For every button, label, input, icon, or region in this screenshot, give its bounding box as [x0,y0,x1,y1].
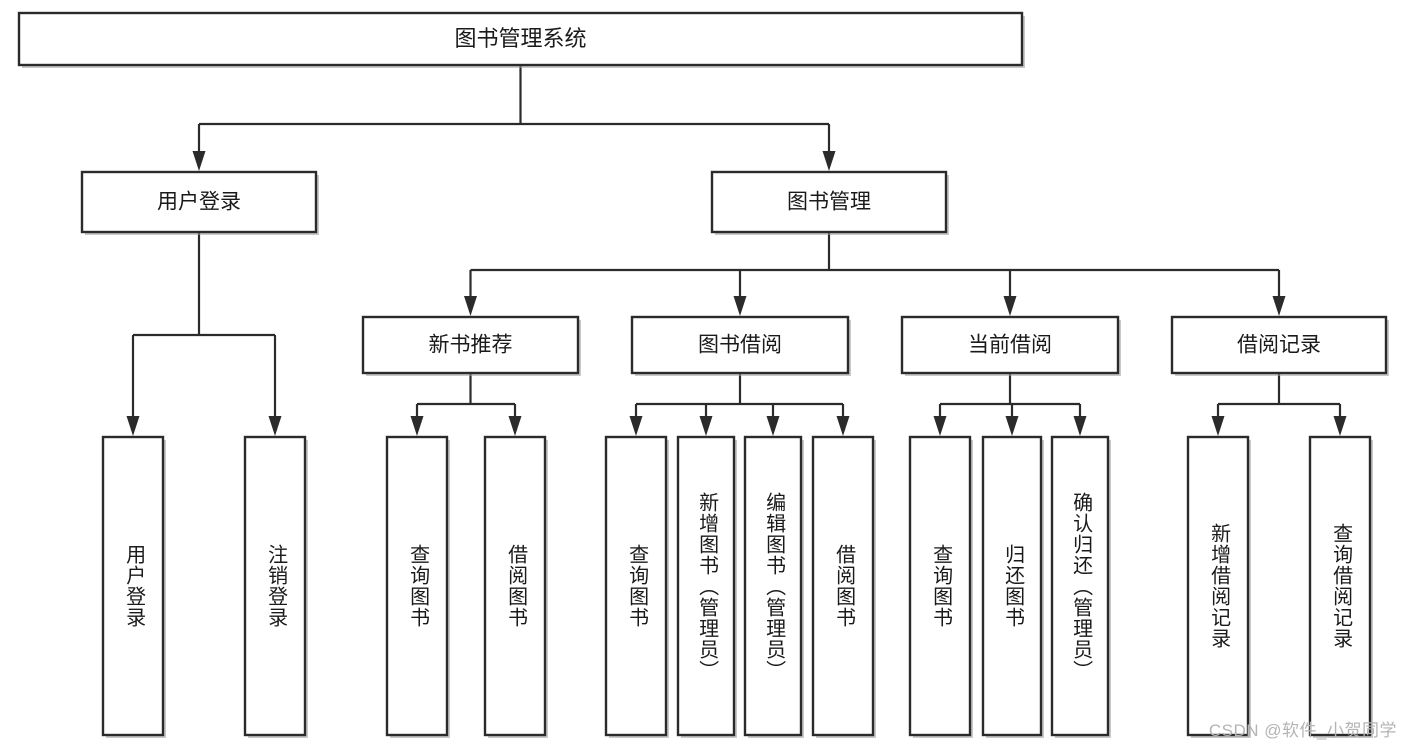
arrow-down-icon-leaf-query-book-3 [933,416,947,436]
arrow-down-icon-leaf-query-book-1 [410,416,424,436]
arrow-down-icon-leaf-edit-book [766,416,780,436]
node-box-user-login[interactable] [80,170,318,234]
node-box-leaf-add-record[interactable] [1186,435,1250,737]
node-box-borrow-record[interactable] [1170,315,1388,375]
node-box-book-manage[interactable] [710,170,948,234]
node-box-leaf-borrow-book-2[interactable] [811,435,875,737]
arrow-down-icon-leaf-return-book [1005,416,1019,436]
node-box-new-book-rec[interactable] [361,315,580,375]
node-label-user-login: 用户登录 [157,191,241,214]
arrow-down-icon-new-book-rec [464,296,477,316]
node-box-leaf-user-logout[interactable] [243,435,307,737]
node-box-current-borrow[interactable] [900,315,1120,375]
arrow-down-icon-user-login [192,151,206,171]
arrow-down-icon-leaf-query-record [1333,416,1347,436]
arrow-down-icon-book-manage [822,151,836,171]
node-label-book-manage: 图书管理 [787,191,871,214]
arrow-down-icon-leaf-query-book-2 [629,416,643,436]
node-box-leaf-query-book-2[interactable] [604,435,668,737]
node-label-current-borrow: 当前借阅 [968,334,1052,357]
node-label-book-borrow: 图书借阅 [698,334,782,357]
node-box-root[interactable] [17,11,1024,67]
arrow-down-icon-leaf-confirm-return [1073,416,1087,436]
arrow-down-icon-borrow-record [1272,296,1286,316]
node-box-leaf-return-book[interactable] [981,435,1043,737]
node-box-leaf-user-login[interactable] [101,435,165,737]
node-box-leaf-query-record[interactable] [1308,435,1372,737]
node-label-root: 图书管理系统 [454,26,586,51]
node-label-new-book-rec: 新书推荐 [429,334,513,357]
node-box-leaf-borrow-book-1[interactable] [483,435,547,737]
arrow-down-icon-current-borrow [1003,296,1017,316]
node-box-leaf-confirm-return[interactable] [1050,435,1110,737]
arrow-down-icon-leaf-add-book [699,416,713,436]
arrow-down-icon-leaf-user-login [126,416,140,436]
node-box-leaf-edit-book[interactable] [743,435,803,737]
arrow-down-icon-leaf-borrow-book-1 [508,416,522,436]
node-box-book-borrow[interactable] [630,315,850,375]
arrow-down-icon-leaf-user-logout [268,416,282,436]
node-box-leaf-query-book-3[interactable] [908,435,972,737]
arrow-down-icon-leaf-borrow-book-2 [836,416,850,436]
node-box-leaf-add-book[interactable] [676,435,736,737]
arrow-down-icon-leaf-add-record [1211,416,1225,436]
edges-layer [126,65,1347,436]
watermark: CSDN @软件_小贺同学 [1208,721,1397,740]
node-box-leaf-query-book-1[interactable] [385,435,449,737]
arrow-down-icon-book-borrow [733,296,747,316]
node-label-borrow-record: 借阅记录 [1237,334,1321,357]
